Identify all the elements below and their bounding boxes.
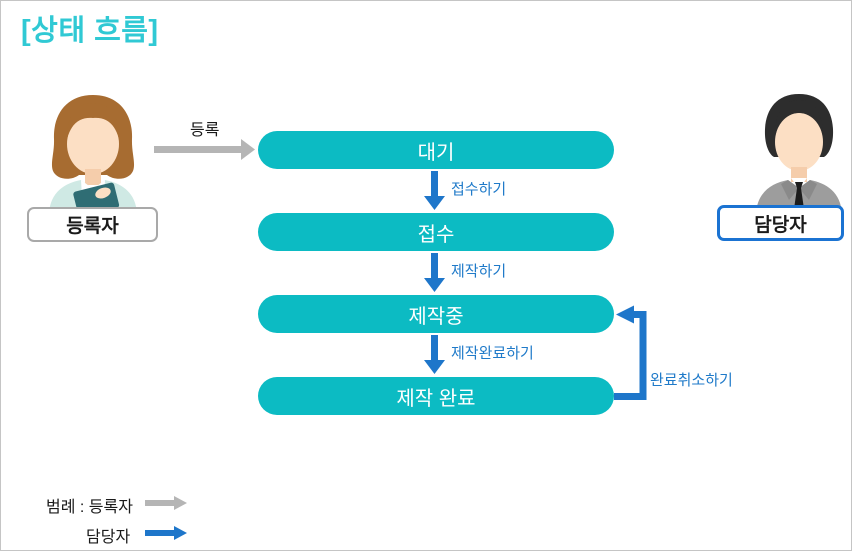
transition-produce-label: 제작하기 [451,263,507,280]
legend-registrant-label: 범례 : 등록자 [46,499,133,516]
manager-avatar [746,89,851,219]
registrant-avatar [37,89,149,219]
manager-label: 담당자 [717,205,844,241]
transition-receive-label: 접수하기 [451,181,507,198]
register-arrow [154,139,255,160]
state-received: 접수 [258,213,614,251]
transition-complete-label: 제작완료하기 [451,345,534,362]
produce-arrow [424,253,445,292]
transition-register-label: 등록 [190,122,220,139]
transition-cancel-label: 완료취소하기 [650,372,733,389]
receive-arrow [424,171,445,210]
cancel-loop-arrow [614,305,647,400]
registrant-label: 등록자 [27,207,158,242]
legend-manager-arrow-icon [145,526,187,540]
woman-icon [49,95,137,217]
page-title: [상태 흐름] [21,15,159,47]
legend-registrant-arrow-icon [145,496,187,510]
state-waiting: 대기 [258,131,614,169]
man-icon [756,94,842,214]
state-in-production: 제작중 [258,295,614,333]
state-production-complete: 제작 완료 [258,377,614,415]
legend-manager-label: 담당자 [86,529,131,546]
complete-arrow [424,335,445,374]
